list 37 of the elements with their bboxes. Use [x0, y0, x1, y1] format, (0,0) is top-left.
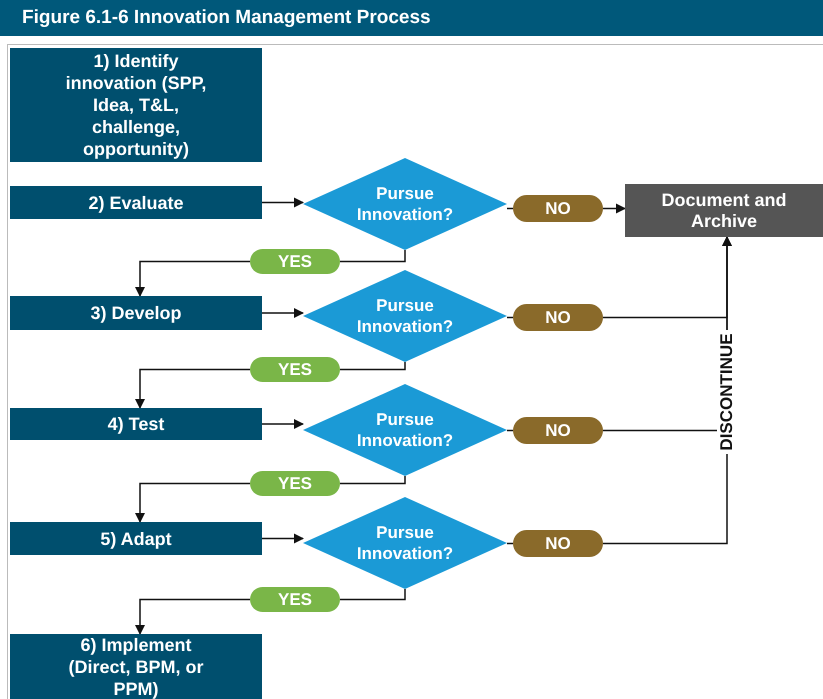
yes-pill: YES [250, 357, 340, 382]
connector [135, 598, 250, 635]
no-pill: NO [513, 417, 603, 444]
connector [135, 260, 250, 297]
yes-pill: YES [250, 587, 340, 612]
process-box: 2) Evaluate [10, 186, 262, 219]
connector [262, 198, 304, 208]
connector [603, 204, 626, 214]
decision-diamond: Pursue Innovation? [303, 497, 507, 589]
connector [507, 430, 513, 432]
connector [262, 534, 304, 544]
connector [340, 476, 406, 484]
connector [340, 362, 406, 370]
process-box: 1) Identify innovation (SPP, Idea, T&L, challenge, opportunity) [10, 48, 262, 162]
yes-pill: YES [250, 471, 340, 496]
end-box: Document and Archive [625, 184, 823, 237]
process-box: 3) Develop [10, 296, 262, 330]
decision-diamond: Pursue Innovation? [303, 158, 507, 250]
connector [135, 368, 250, 409]
no-pill: NO [513, 530, 603, 557]
connector [262, 308, 304, 318]
connector [135, 482, 250, 523]
connector [507, 208, 513, 210]
connector [340, 250, 406, 262]
connector [340, 589, 406, 600]
process-box: 4) Test [10, 408, 262, 440]
decision-diamond: Pursue Innovation? [303, 384, 507, 476]
process-box: 5) Adapt [10, 522, 262, 555]
yes-pill: YES [250, 249, 340, 274]
connector [507, 316, 513, 318]
no-pill: NO [513, 195, 603, 222]
process-box: 6) Implement (Direct, BPM, or PPM) [10, 634, 262, 699]
decision-diamond: Pursue Innovation? [303, 270, 507, 362]
connector [262, 419, 304, 429]
title-bar: Figure 6.1-6 Innovation Management Process [0, 0, 823, 36]
connector [507, 542, 513, 544]
no-pill: NO [513, 304, 603, 331]
